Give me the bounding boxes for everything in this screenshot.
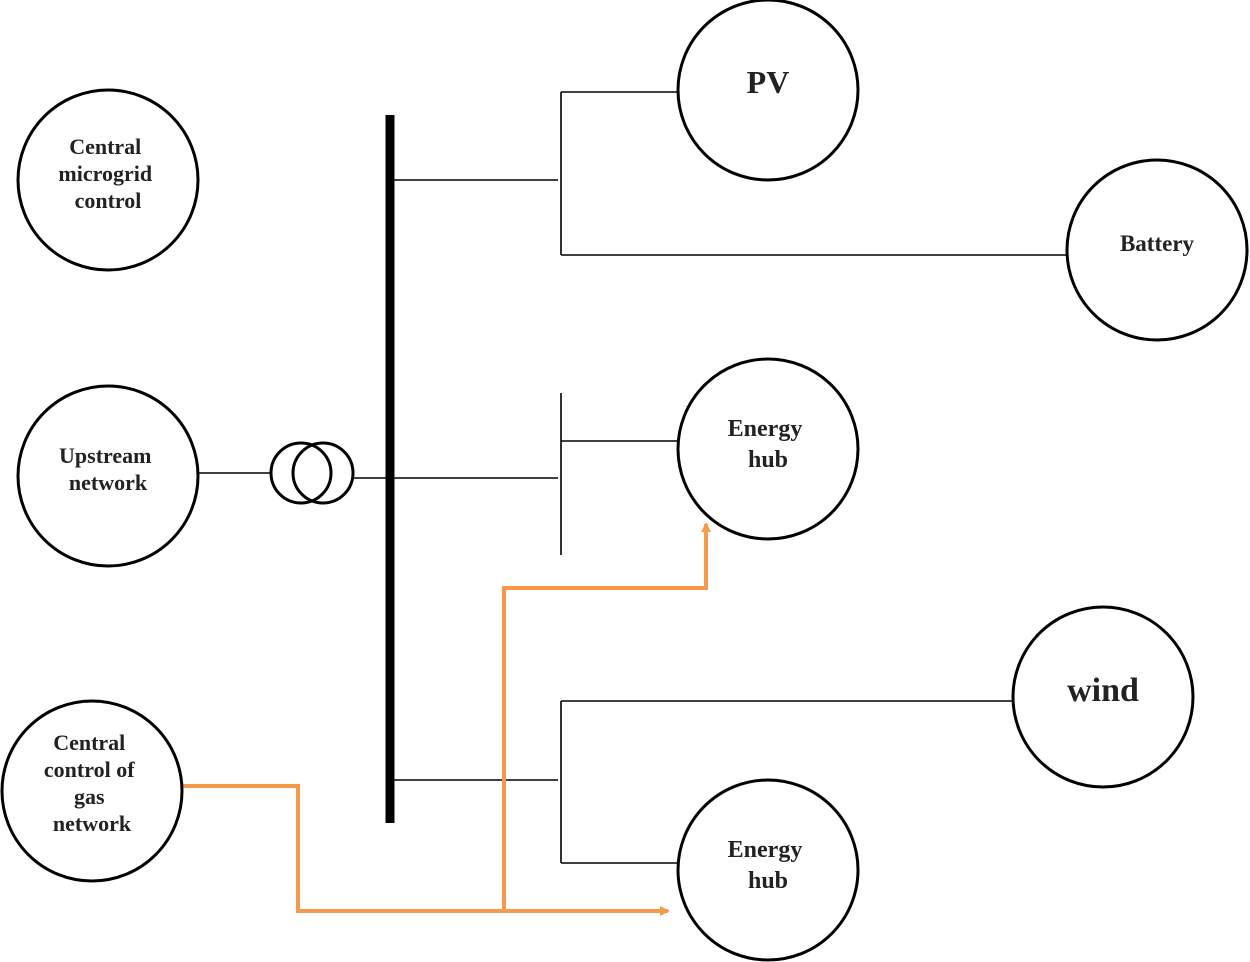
gas-flow-to-energy-hub-1 — [502, 522, 711, 911]
central-microgrid-control-node: Central microgrid control — [16, 88, 200, 272]
central-control-gas-network-node: Central control of gas network — [0, 699, 184, 883]
energy-hub-1-label: Energy hub — [728, 416, 809, 473]
energy-hub-2-label: Energy hub — [728, 837, 809, 894]
upstream-network-node: Upstream network — [16, 384, 200, 568]
energy-hub-2-node: Energy hub — [676, 778, 860, 962]
battery-label: Battery — [1120, 231, 1195, 256]
pv-node: PV — [676, 0, 860, 182]
upstream-network-label: Upstream network — [59, 443, 157, 495]
central-control-gas-network-label: Central control of gas network — [44, 730, 140, 836]
pv-label: PV — [747, 64, 790, 100]
wind-label: wind — [1067, 672, 1139, 709]
energy-hub-1-node: Energy hub — [676, 357, 860, 541]
battery-node: Battery — [1065, 158, 1249, 342]
central-microgrid-control-label: Central microgrid control — [58, 134, 157, 213]
wind-node: wind — [1011, 605, 1195, 789]
transformer-symbol — [269, 441, 355, 505]
gas-flow-to-energy-hub-2 — [183, 784, 670, 916]
